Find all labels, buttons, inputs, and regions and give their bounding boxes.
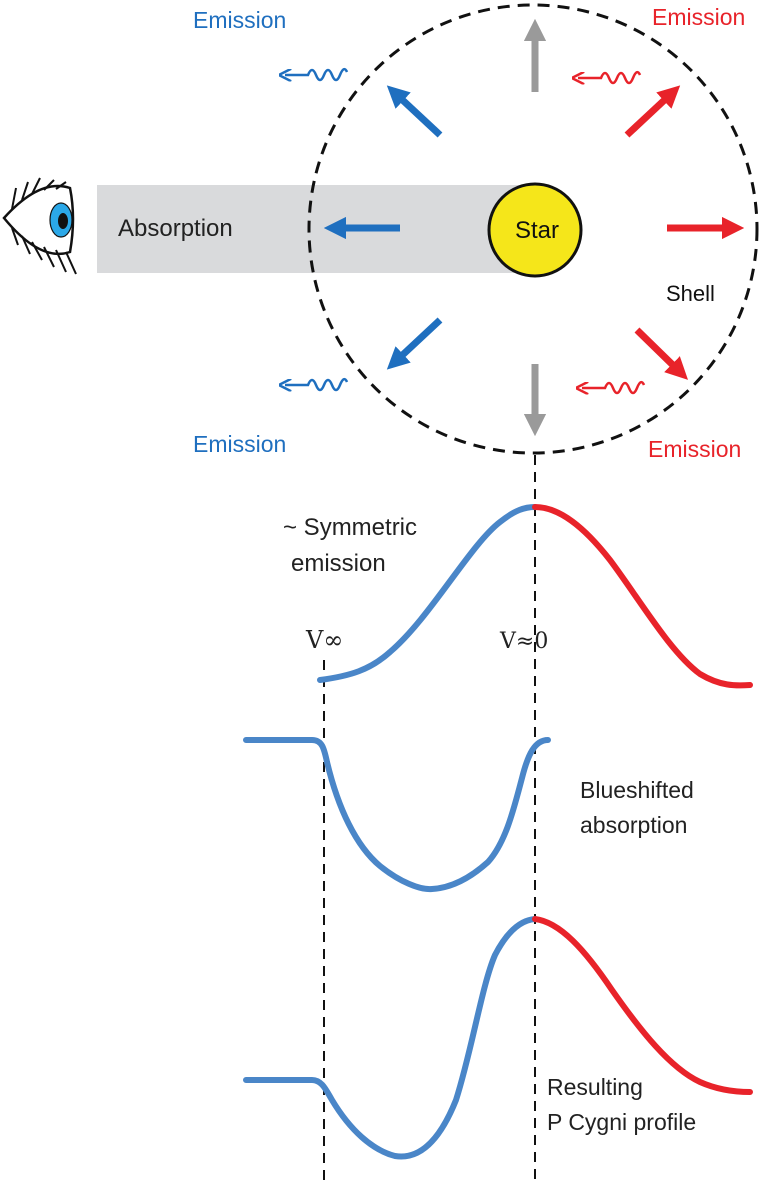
arrow-upright-red	[624, 85, 681, 138]
blueshifted-absorption-curve	[243, 737, 551, 893]
v-infinity-label: V∞	[305, 626, 343, 654]
p-cygni-blue-curve	[243, 916, 538, 1160]
emission-label-top-right: Emission	[652, 4, 745, 30]
absorption-band	[97, 185, 537, 273]
arrow-downright-red	[634, 327, 689, 380]
arrow-upleft-blue	[386, 85, 443, 138]
symmetric-label-line1: ~ Symmetric	[283, 514, 417, 541]
blueshifted-label-line2: absorption	[580, 812, 687, 838]
emission-label-bottom-left: Emission	[193, 431, 286, 457]
p-cygni-red-curve	[532, 916, 753, 1095]
symmetric-emission-blue-curve	[317, 504, 538, 683]
symmetric-emission-red-curve	[532, 504, 753, 689]
photon-top-left-icon	[285, 67, 349, 80]
eye-icon	[2, 177, 77, 275]
blueshifted-label-line1: Blueshifted	[580, 777, 694, 803]
emission-label-bottom-right: Emission	[648, 436, 741, 462]
absorption-label: Absorption	[118, 215, 233, 242]
shell-circle	[307, 3, 759, 455]
star-label: Star	[515, 217, 559, 244]
shell-label: Shell	[666, 281, 715, 306]
photon-bottom-left-icon	[285, 377, 349, 390]
emission-label-top-left: Emission	[193, 7, 286, 33]
photon-bottom-right-icon	[582, 380, 646, 393]
resulting-label-line2: P Cygni profile	[547, 1109, 696, 1135]
symmetric-label-line2: emission	[291, 550, 386, 577]
v-zero-label: V≈0	[499, 629, 548, 654]
arrow-downleft-blue	[386, 317, 443, 370]
photon-top-right-icon	[578, 70, 642, 83]
star	[487, 182, 583, 278]
resulting-label-line1: Resulting	[547, 1074, 643, 1100]
